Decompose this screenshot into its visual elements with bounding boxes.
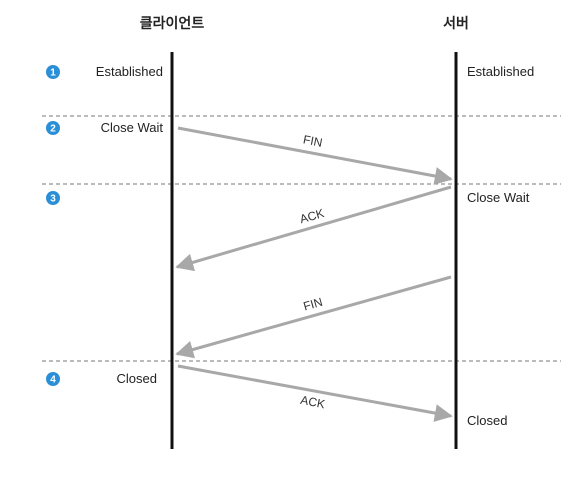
fin-arrow-client-to-server — [177, 126, 453, 185]
step-2-number: 2 — [50, 124, 56, 135]
ack-label-1: ACK — [298, 206, 326, 226]
ack-arrow-server-to-client — [175, 185, 452, 272]
step-4-badge: 4 — [46, 372, 60, 386]
fin-label-2: FIN — [302, 295, 324, 314]
step-4-number: 4 — [50, 375, 56, 386]
server-state-closed: Closed — [467, 413, 507, 428]
ack-label-2: ACK — [299, 393, 326, 411]
server-state-close-wait: Close Wait — [467, 190, 530, 205]
step-1-badge: 1 — [46, 65, 60, 79]
client-state-established: Established — [96, 64, 163, 79]
fin-label-1: FIN — [302, 132, 324, 149]
step-3-number: 3 — [50, 194, 56, 205]
server-header: 서버 — [443, 15, 469, 32]
step-2-badge: 2 — [46, 121, 60, 135]
fin-arrow-server-to-client — [175, 275, 452, 359]
client-state-close-wait: Close Wait — [101, 120, 164, 135]
step-1-number: 1 — [50, 68, 56, 79]
server-state-established: Established — [467, 64, 534, 79]
client-header: 클라이언트 — [140, 15, 205, 32]
client-state-closed: Closed — [117, 371, 157, 386]
ack-arrow-client-to-server — [177, 364, 453, 422]
step-3-badge: 3 — [46, 191, 60, 205]
